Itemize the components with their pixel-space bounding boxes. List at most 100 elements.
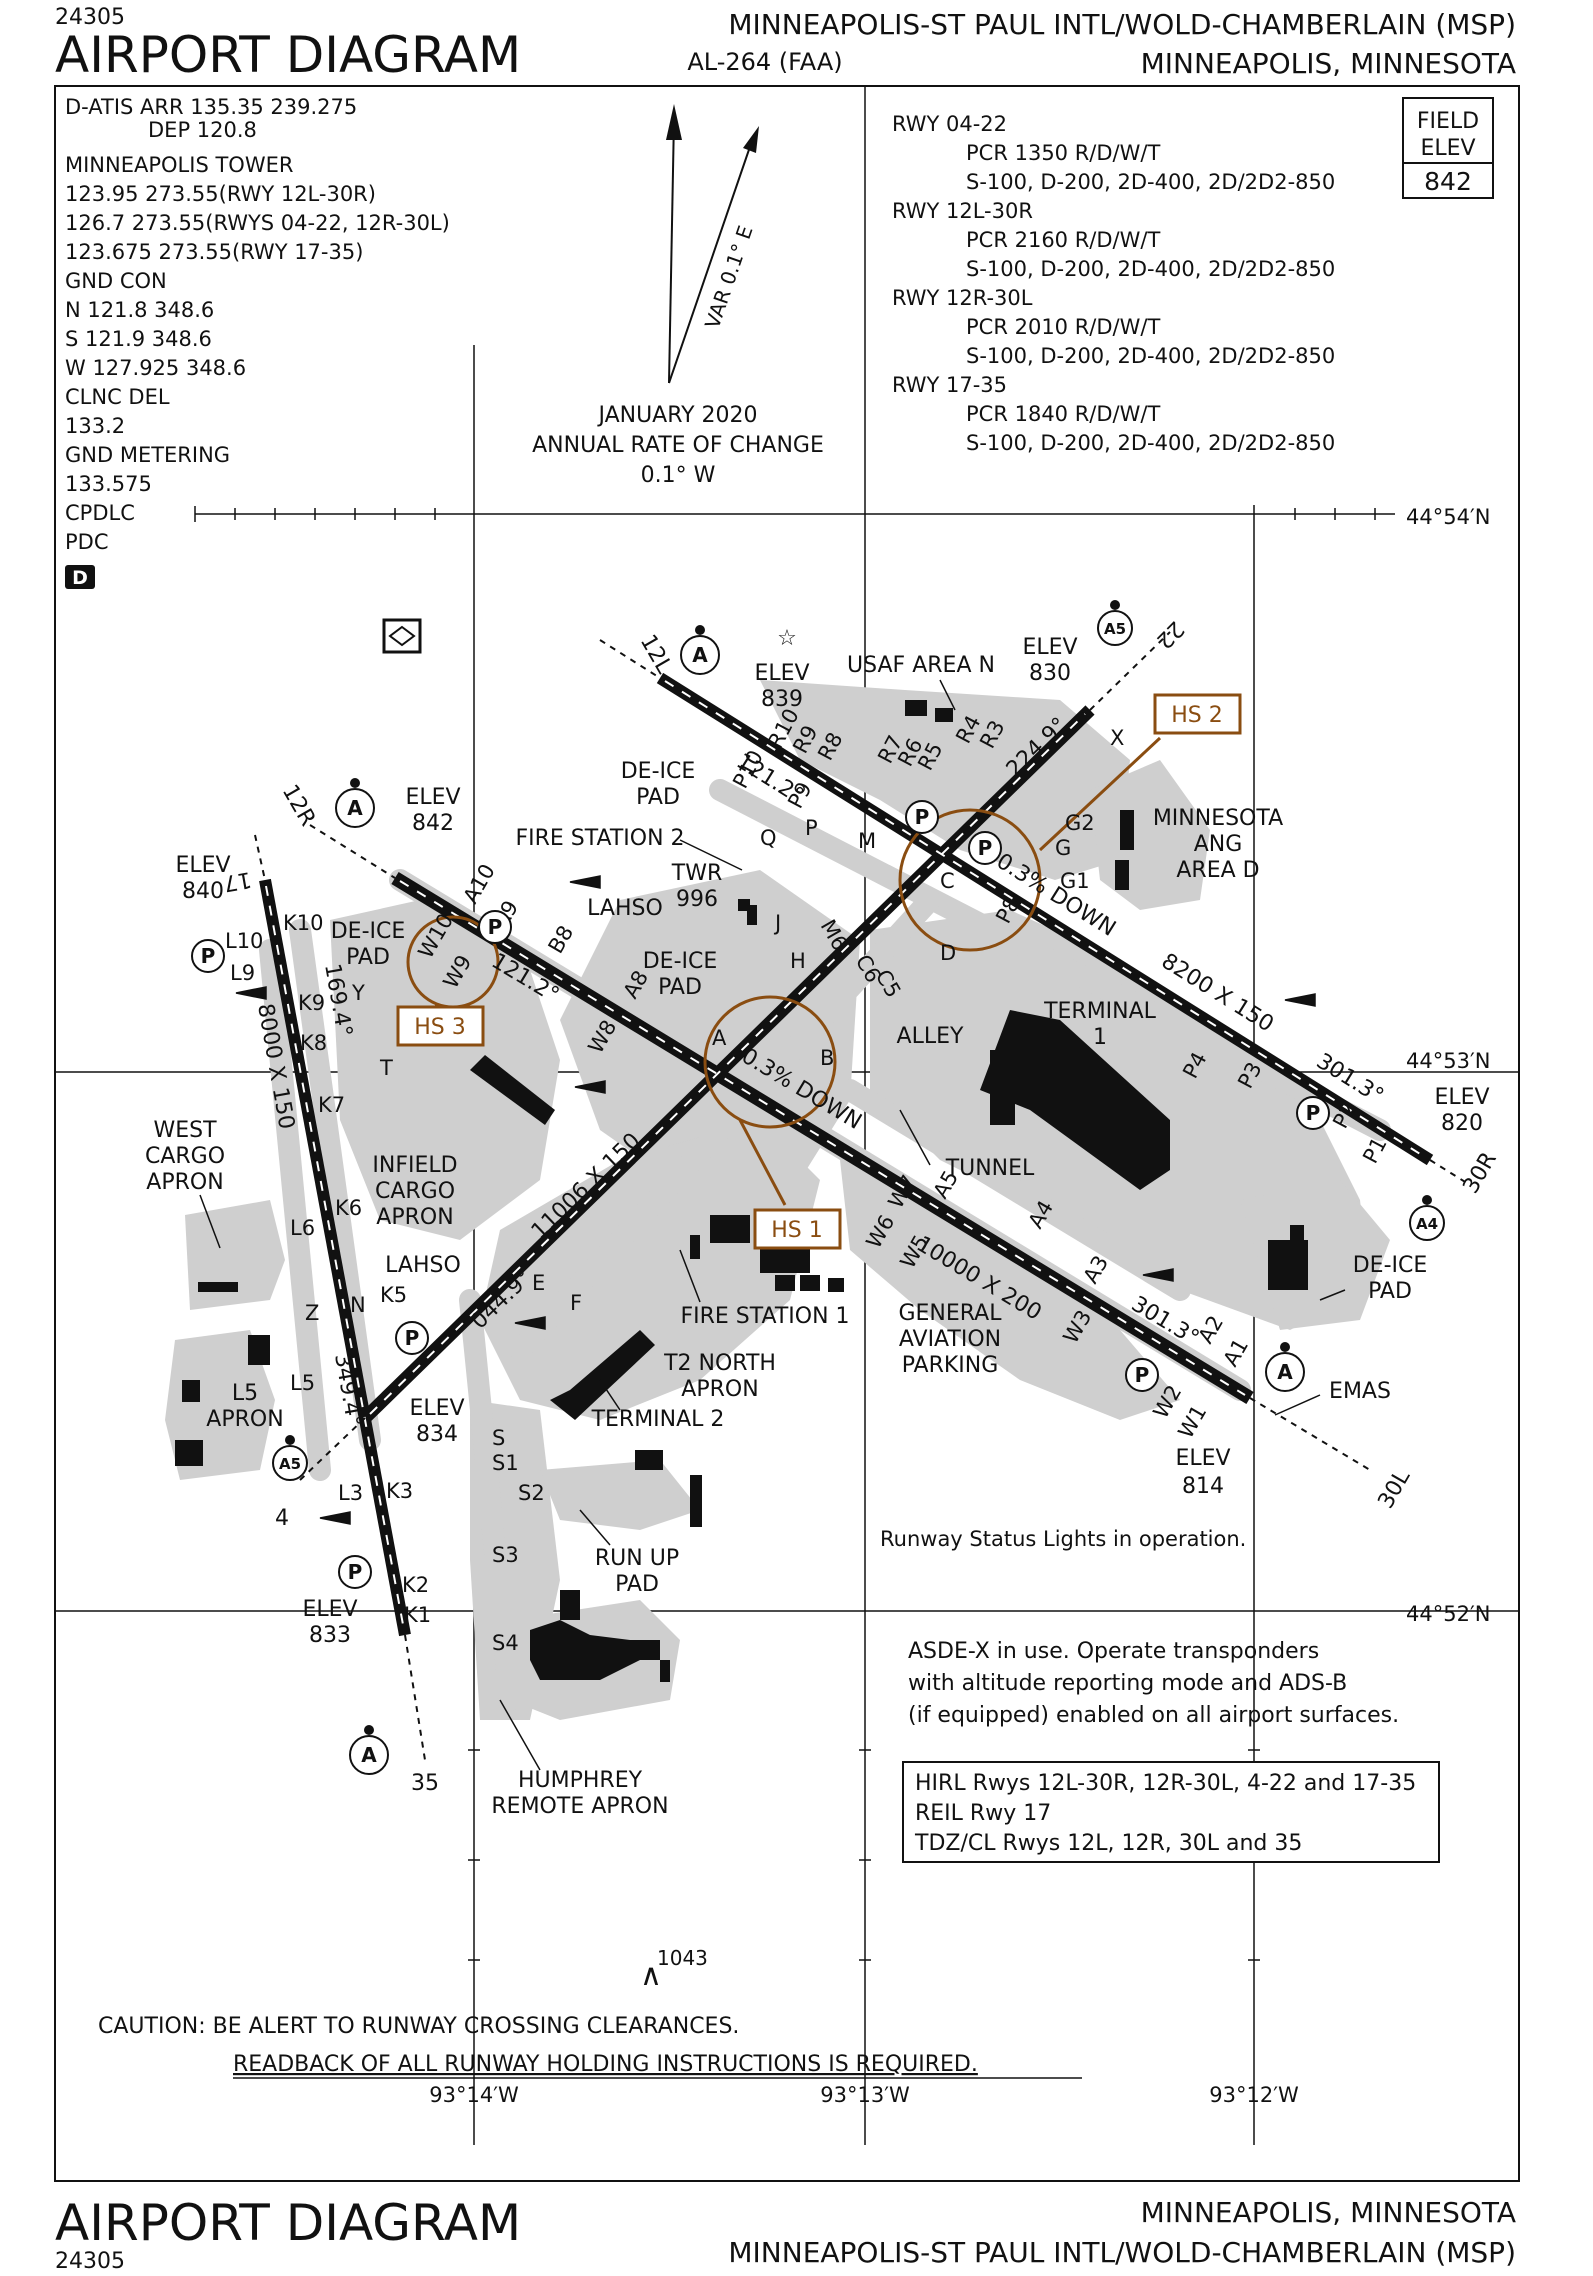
elev-word: ELEV	[1175, 1446, 1230, 1471]
taxiway-label: K8	[300, 1031, 327, 1055]
ga-parking-label: AVIATION	[899, 1327, 1001, 1352]
leader-usaf	[939, 679, 956, 711]
field-elev-value: 842	[1424, 167, 1472, 196]
hotspot-box-3	[396, 1005, 485, 1047]
lon-label-12: 93°12′W	[1209, 2083, 1299, 2107]
l5-building-2	[182, 1380, 200, 1402]
taxiway-label: M	[858, 829, 876, 853]
freq-line: 133.575	[65, 472, 152, 496]
mag-rate-label: ANNUAL RATE OF CHANGE	[532, 433, 824, 458]
obstacle-icon: ∧	[640, 1958, 662, 1993]
parking-symbol-label: P	[488, 915, 503, 939]
run-up-building	[690, 1475, 702, 1527]
runway-centerlines	[265, 680, 1426, 1631]
asde-line: with altitude reporting mode and ADS-B	[908, 1671, 1347, 1696]
buildings	[175, 700, 1308, 1682]
hotspot-circles	[406, 736, 1162, 1206]
lat-label-54: 44°54′N	[1406, 505, 1490, 529]
taxiway-label: Y	[351, 981, 365, 1005]
taxiway-label: F	[570, 1291, 582, 1315]
infield-cargo-label: CARGO	[375, 1179, 455, 1204]
s4-building	[635, 1450, 663, 1470]
approach-5-label: A5	[279, 1455, 301, 1473]
city-top: MINNEAPOLIS, MINNESOTA	[1141, 47, 1516, 80]
taxiway-label: C	[940, 869, 955, 893]
approach-symbol-label: A	[692, 643, 708, 667]
centerline-04-22	[369, 713, 1086, 1415]
taxiway-label: S	[492, 1426, 505, 1450]
elev-814: 814	[1182, 1474, 1224, 1499]
elev-820: 820	[1441, 1111, 1483, 1136]
centerline-17-35	[265, 885, 405, 1631]
mag-rate-value: 0.1° W	[641, 463, 716, 488]
freq-line: S 121.9 348.6	[65, 327, 212, 351]
humphrey-label: REMOTE APRON	[491, 1794, 668, 1819]
east-deice	[1240, 1180, 1390, 1330]
rwy-end-12l: 12L	[635, 631, 677, 679]
approach-stem	[350, 778, 360, 788]
usaf-building-1	[905, 700, 927, 716]
terminal-2-label: TERMINAL 2	[591, 1407, 725, 1432]
hotspot-box-1	[753, 1208, 842, 1250]
header: 24305 AIRPORT DIAGRAM MINNEAPOLIS-ST PAU…	[55, 5, 1516, 84]
freq-line: 123.95 273.55(RWY 12L-30R)	[65, 182, 376, 206]
infield-cargo-building	[470, 1055, 555, 1125]
rwy-strength-rwy: RWY 12L-30R	[892, 199, 1033, 223]
elev-word: ELEV	[1434, 1085, 1489, 1110]
terminal-1-label: TERMINAL	[1043, 999, 1157, 1024]
freq-line: MINNEAPOLIS TOWER	[65, 153, 293, 177]
minnesota-ang-label: ANG	[1194, 832, 1243, 857]
humphrey-tower	[560, 1590, 580, 1620]
approach-5-stem	[1110, 600, 1120, 610]
hotspot-label-2: HS 2	[1171, 703, 1223, 728]
ang-building-1	[1120, 810, 1134, 850]
elev-word: ELEV	[405, 785, 460, 810]
elev-842: 842	[412, 811, 454, 836]
parking-symbol-5	[1296, 1096, 1330, 1130]
hotspot-leader-2	[1038, 736, 1162, 852]
humphrey-label: HUMPHREY	[518, 1768, 643, 1793]
true-north-line	[668, 117, 675, 384]
t2-north-label: T2 NORTH	[663, 1351, 776, 1376]
taxiway-label: S2	[518, 1481, 545, 1505]
parking-symbol-8	[338, 1555, 372, 1589]
infield-cargo-label: APRON	[376, 1205, 453, 1230]
taxiway-label: Z	[305, 1301, 319, 1325]
fire-station-1-label: FIRE STATION 1	[680, 1304, 849, 1329]
ga-building-1	[775, 1275, 795, 1291]
rwy-end-30r: 30R	[1459, 1148, 1502, 1198]
rwy-end-4: 4	[275, 1506, 289, 1531]
lon-label-13: 93°13′W	[820, 2083, 910, 2107]
elev-word: ELEV	[1022, 635, 1077, 660]
wind-cones	[235, 875, 1316, 1525]
leader-west-cargo	[199, 1194, 221, 1249]
l5-building-1	[248, 1335, 270, 1365]
symbol-stems	[285, 600, 1432, 1735]
parking-symbol-3	[478, 910, 512, 944]
deice-pad-label-c: DE-ICE	[643, 949, 718, 974]
lighting-line: HIRL Rwys 12L-30R, 12R-30L, 4-22 and 17-…	[915, 1771, 1416, 1796]
approach-lights-17	[254, 834, 266, 881]
lighting-note: HIRL Rwys 12L-30R, 12R-30L, 4-22 and 17-…	[914, 1771, 1416, 1856]
taxiway-label: W1	[1174, 1401, 1212, 1443]
freq-line: GND CON	[65, 269, 167, 293]
approach-symbol-e	[1265, 1352, 1305, 1392]
rwy-strength-pcr: PCR 2160 R/D/W/T	[966, 228, 1160, 252]
approach-symbol-label: A	[347, 796, 363, 820]
north-arrows	[666, 104, 759, 384]
d-badge	[65, 565, 95, 589]
east-deice-building	[1268, 1240, 1308, 1290]
taxiway-label: Q	[760, 826, 777, 850]
parking-symbol-label: P	[405, 1326, 420, 1350]
approach-lights-35	[404, 1634, 426, 1761]
parking-symbol-label: P	[1135, 1363, 1150, 1387]
t2-north-building	[690, 1235, 700, 1259]
taxiway-label: L9	[230, 961, 255, 985]
parking-symbol-4	[191, 939, 225, 973]
taxiway-label: J	[773, 911, 781, 935]
heliport-diamond	[388, 625, 416, 647]
terminal-1-building	[980, 1010, 1170, 1190]
wind-cone-icon	[235, 986, 267, 1000]
taxiway-label: S1	[492, 1451, 519, 1475]
